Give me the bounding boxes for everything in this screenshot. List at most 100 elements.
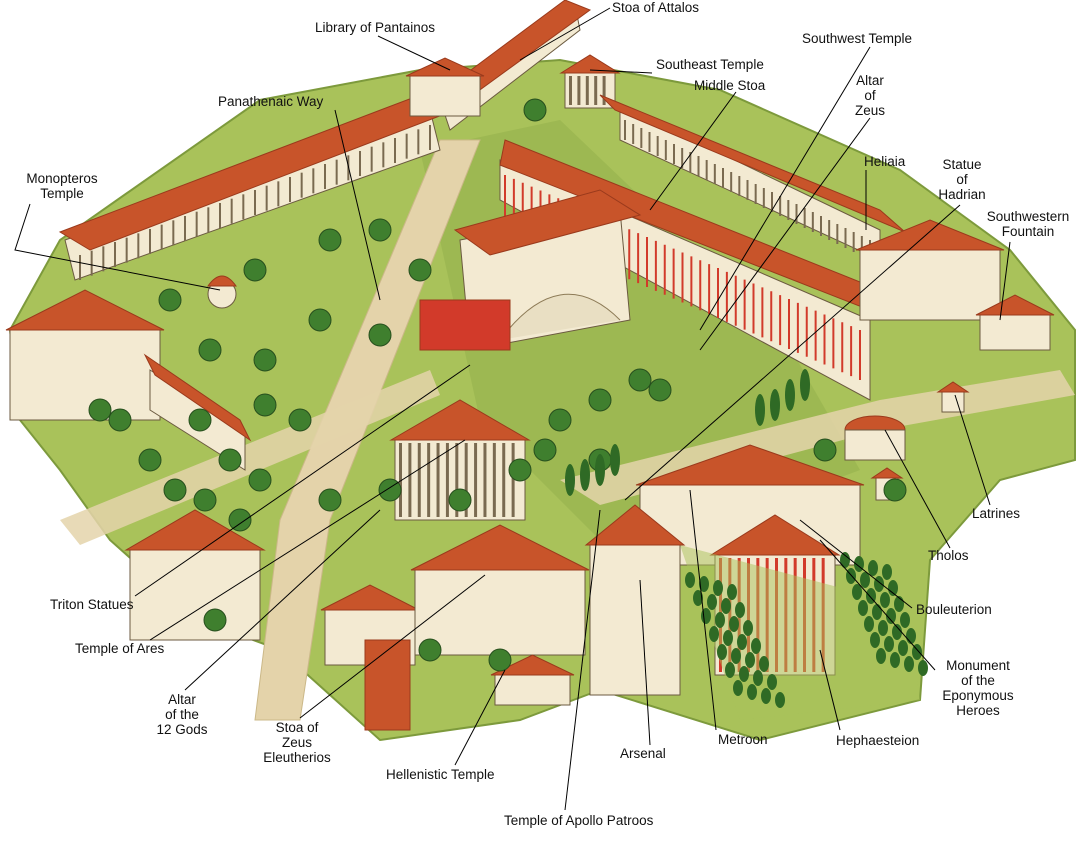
garden-shrub <box>904 656 914 672</box>
temple-of-ares-column <box>502 443 506 517</box>
temple-of-ares-column <box>445 443 449 517</box>
tree <box>448 488 472 512</box>
garden-shrub <box>852 584 862 600</box>
garden-shrub <box>840 552 850 568</box>
temple-of-ares-column <box>474 443 478 517</box>
leader-altar-of-zeus <box>699 117 871 351</box>
tholos-wall <box>844 429 906 461</box>
heliaia-roof <box>855 219 1005 251</box>
label-library-of-pantainos: Library of Pantainos <box>314 20 436 35</box>
cypress-tree <box>580 459 590 491</box>
arsenal-wall <box>589 544 681 696</box>
garden-shrub <box>743 620 753 636</box>
garden-shrub <box>868 560 878 576</box>
southwestern-fountain-wall <box>979 314 1051 351</box>
cypress-tree <box>785 379 795 411</box>
west-hall-roof <box>5 289 165 331</box>
tree <box>588 388 612 412</box>
temple-of-ares-column <box>436 443 440 517</box>
cypress-tree <box>565 464 575 496</box>
garden-shrub <box>709 626 719 642</box>
garden-shrub <box>888 580 898 596</box>
leader-library-of-pantainos <box>377 35 451 71</box>
garden-shrub <box>775 692 785 708</box>
leader-temple-of-apollo-patroos <box>564 509 601 811</box>
label-temple-of-apollo-patroos: Temple of Apollo Patroos <box>504 813 654 828</box>
garden-shrub <box>761 688 771 704</box>
garden-shrub <box>727 584 737 600</box>
label-monopteros-temple: Monopteros Temple <box>26 171 98 201</box>
southwestern-fountain-roof <box>975 294 1055 316</box>
stoa-of-attalos <box>58 94 452 281</box>
leader-arsenal <box>639 579 651 746</box>
label-middle-stoa: Middle Stoa <box>694 78 766 93</box>
library-of-pantainos-roof <box>405 57 485 77</box>
odeion-roof <box>453 189 642 256</box>
garden-shrub <box>874 576 884 592</box>
tree <box>318 488 342 512</box>
garden-shrub <box>725 662 735 678</box>
leader-triton-statues <box>134 364 471 597</box>
southeast-temple-column <box>602 76 606 105</box>
temple-of-apollo-patroos <box>490 654 575 706</box>
garden-shrub <box>721 598 731 614</box>
temple-of-ares-column <box>417 443 421 517</box>
tree <box>108 408 132 432</box>
temple-of-ares-column <box>483 443 487 517</box>
tree <box>188 408 212 432</box>
tree <box>628 368 652 392</box>
metroon-roof <box>635 444 865 486</box>
tree <box>533 438 557 462</box>
garden-shrub <box>717 644 727 660</box>
triton-building-roof <box>124 509 266 551</box>
garden-shrub <box>767 674 777 690</box>
odeion-seating <box>499 293 621 341</box>
garden-shrub <box>864 616 874 632</box>
cypress-tree <box>610 444 620 476</box>
small-building-east-roof <box>870 467 904 479</box>
cypress-tree <box>755 394 765 426</box>
garden-shrub <box>715 612 725 628</box>
south-stoa <box>599 94 906 261</box>
garden-shrub <box>876 648 886 664</box>
leader-altar-of-12-gods <box>184 509 381 691</box>
leader-stoa-of-attalos <box>519 7 611 61</box>
cypress-tree <box>595 454 605 486</box>
leader-monument-eponymous-heroes <box>819 539 936 671</box>
leader-hellenistic-temple <box>454 669 506 766</box>
tree <box>138 448 162 472</box>
label-bouleuterion: Bouleuterion <box>916 602 992 617</box>
southeast-temple-column <box>594 76 598 105</box>
hellenistic-temple-wall <box>414 569 586 656</box>
label-metroon: Metroon <box>718 732 768 747</box>
garden-shrub <box>737 634 747 650</box>
tree <box>318 228 342 252</box>
hellenistic-temple-roof <box>410 524 590 571</box>
label-altar-of-12-gods: Altar of the 12 Gods <box>156 692 208 737</box>
garden-shrub <box>759 656 769 672</box>
temple-of-ares-column <box>492 443 496 517</box>
temple-of-ares-column <box>511 443 515 517</box>
garden-shrub <box>882 564 892 580</box>
leader-latrines <box>954 394 991 506</box>
tree <box>218 448 242 472</box>
tree <box>248 468 272 492</box>
tree <box>163 478 187 502</box>
temple-of-ares-column <box>455 443 459 517</box>
southeast-temple-column <box>577 76 581 105</box>
garden-shrub <box>890 652 900 668</box>
label-temple-of-ares: Temple of Ares <box>75 641 165 656</box>
west-hall <box>5 289 165 421</box>
garden-shrub <box>693 590 703 606</box>
garden-shrub <box>886 608 896 624</box>
garden-shrub <box>878 620 888 636</box>
garden-shrub <box>906 628 916 644</box>
cypress-tree <box>800 369 810 401</box>
tree <box>158 288 182 312</box>
garden-shrub <box>892 624 902 640</box>
garden-shrub <box>870 632 880 648</box>
label-altar-of-zeus: Altar of Zeus <box>854 73 885 118</box>
library-of-pantainos <box>405 57 485 117</box>
tree <box>523 98 547 122</box>
